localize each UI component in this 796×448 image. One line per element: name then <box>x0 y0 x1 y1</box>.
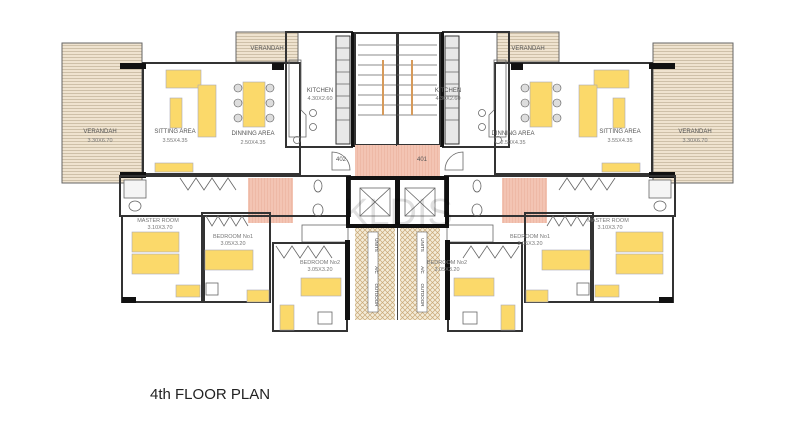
kitchen-label: KITCHEN <box>307 88 333 94</box>
small-verandah-label: VERANDAH <box>250 46 283 52</box>
verandah-label: VERANDAH <box>83 129 116 135</box>
watermark: KLDIS <box>343 192 453 234</box>
bedroom2-label: BEDROOM No2 <box>427 260 467 266</box>
plan-title: 4th FLOOR PLAN <box>150 386 270 403</box>
outdoor-label-right: OUTDOOR <box>420 284 425 308</box>
verandah-size: 3.30X6.70 <box>87 138 112 144</box>
shaft-labels: UNITS A/C OUTDOOR UNITS A/C OUTDOOR <box>374 238 425 307</box>
bedroom2-label: BEDROOM No2 <box>300 260 340 266</box>
right-unit-labels: VERANDAH 3.30X6.70 VERANDAH SITTING AREA… <box>417 46 712 273</box>
bedroom1-size: 3.05X3.20 <box>517 241 542 247</box>
verandah-size: 3.30X6.70 <box>682 138 707 144</box>
sitting-area-size: 3.55X4.35 <box>162 138 187 144</box>
door-number: 402 <box>336 157 347 163</box>
bedroom1-label: BEDROOM No1 <box>510 234 550 240</box>
outdoor-label-left: OUTDOOR <box>374 284 379 308</box>
ac-label-right: A/C <box>420 266 425 274</box>
sitting-area-label: SITTING AREA <box>154 129 195 135</box>
bedroom1-size: 3.05X3.20 <box>220 241 245 247</box>
left-unit-labels: VERANDAH 3.30X6.70 VERANDAH SITTING AREA… <box>83 46 346 273</box>
sitting-area-size: 3.55X4.35 <box>607 138 632 144</box>
verandah-label: VERANDAH <box>678 129 711 135</box>
bedroom1-label: BEDROOM No1 <box>213 234 253 240</box>
right-unit-plan <box>395 30 735 333</box>
dining-area-size: 2.50X4.35 <box>500 140 525 146</box>
small-verandah-label: VERANDAH <box>511 46 544 52</box>
dining-area-label: DINNING AREA <box>491 131 534 137</box>
master-room-size: 3.10X3.70 <box>597 225 622 231</box>
ac-label-left: A/C <box>374 266 379 274</box>
master-room-label: MASTER ROOM <box>587 218 629 224</box>
units-label-right: UNITS <box>420 238 425 252</box>
dining-area-label: DINNING AREA <box>231 131 274 137</box>
kitchen-size: 4.30X2.60 <box>435 96 460 102</box>
dining-area-size: 2.50X4.35 <box>240 140 265 146</box>
kitchen-label: KITCHEN <box>435 88 461 94</box>
bedroom2-size: 3.05X3.20 <box>307 267 332 273</box>
master-room-label: MASTER ROOM <box>137 218 179 224</box>
sitting-area-label: SITTING AREA <box>599 129 640 135</box>
master-room-size: 3.10X3.70 <box>147 225 172 231</box>
left-unit-plan <box>60 30 400 333</box>
bedroom2-size: 3.05X3.20 <box>434 267 459 273</box>
kitchen-size: 4.30X2.60 <box>307 96 332 102</box>
door-number: 401 <box>417 157 428 163</box>
units-label-left: UNITS <box>374 238 379 252</box>
